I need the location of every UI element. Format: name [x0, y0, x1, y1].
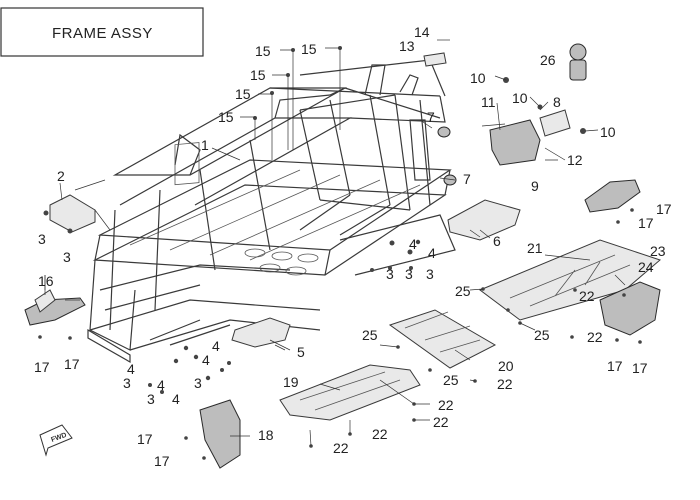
callout-2: 2: [57, 168, 65, 184]
callout-23: 23: [650, 243, 666, 259]
callout-16: 16: [38, 273, 54, 289]
callout-12: 12: [567, 152, 583, 168]
callout-14: 14: [414, 24, 430, 40]
title-text: FRAME ASSY: [52, 25, 153, 42]
callout-22: 22: [497, 376, 513, 392]
part-21-skid-plate: [479, 239, 661, 321]
callout-15: 15: [218, 109, 234, 125]
callout-22: 22: [372, 426, 388, 442]
callout-17: 17: [638, 215, 654, 231]
part-5-plate: [231, 317, 291, 351]
callout-17: 17: [137, 431, 153, 447]
callout-15: 15: [235, 86, 251, 102]
callout-4: 4: [172, 391, 180, 407]
callout-22: 22: [433, 414, 449, 430]
callout-4: 4: [409, 236, 417, 252]
callout-4: 4: [127, 361, 135, 377]
part-18-guard: [199, 399, 241, 469]
callout-25: 25: [443, 372, 459, 388]
callout-4: 4: [428, 245, 436, 261]
callout-3: 3: [147, 391, 155, 407]
callout-17: 17: [607, 358, 623, 374]
callout-labels: 1 2 3 3 3 3 3 3 3 3 4 4 4 4 4 4 4 5 6 7 …: [34, 24, 672, 469]
callout-8: 8: [553, 94, 561, 110]
callout-18: 18: [258, 427, 274, 443]
callout-17: 17: [34, 359, 50, 375]
callout-3: 3: [63, 249, 71, 265]
part-24-side-guard: [599, 281, 661, 336]
part-7-bushings: [437, 126, 457, 186]
callout-4: 4: [202, 352, 210, 368]
callout-1: 1: [201, 137, 209, 153]
callout-3: 3: [405, 266, 413, 282]
callout-10: 10: [512, 90, 528, 106]
callout-3: 3: [426, 266, 434, 282]
callout-22: 22: [587, 329, 603, 345]
part-19-skid-plate: [279, 364, 421, 421]
leader-lines: [44, 47, 626, 447]
callout-3: 3: [386, 266, 394, 282]
callout-4: 4: [157, 377, 165, 393]
fwd-arrow-icon: FWD: [39, 424, 73, 457]
callout-17: 17: [656, 201, 672, 217]
part-13-tag: [423, 39, 450, 67]
callout-22: 22: [333, 440, 349, 456]
callout-10: 10: [600, 124, 616, 140]
part-23-guard: [584, 179, 641, 213]
callout-10: 10: [470, 70, 486, 86]
callout-3: 3: [123, 375, 131, 391]
callout-9: 9: [531, 178, 539, 194]
callout-19: 19: [283, 374, 299, 390]
callout-6: 6: [493, 233, 501, 249]
callout-25: 25: [455, 283, 471, 299]
part-6-bracket: [447, 199, 521, 241]
fasteners: [38, 46, 642, 460]
callout-24: 24: [638, 259, 654, 275]
callout-25: 25: [534, 327, 550, 343]
callout-7: 7: [427, 109, 435, 125]
callout-3: 3: [38, 231, 46, 247]
callout-22: 22: [438, 397, 454, 413]
part-20-skid-plate: [388, 309, 497, 369]
callout-21: 21: [527, 240, 543, 256]
callout-17: 17: [64, 356, 80, 372]
callout-17: 17: [632, 360, 648, 376]
callout-15: 15: [255, 43, 271, 59]
callout-11: 11: [481, 94, 496, 110]
part-2-bracket: [43, 179, 111, 234]
callout-3: 3: [194, 375, 202, 391]
callout-20: 20: [498, 358, 514, 374]
callout-13: 13: [399, 38, 415, 54]
callout-17: 17: [154, 453, 170, 469]
callout-15: 15: [250, 67, 266, 83]
callout-26: 26: [540, 52, 556, 68]
callout-4: 4: [212, 338, 220, 354]
title-box: FRAME ASSY: [0, 7, 204, 57]
callout-5: 5: [297, 344, 305, 360]
main-frame: [87, 59, 456, 364]
callout-22: 22: [579, 288, 595, 304]
part-9-hitch: [481, 43, 587, 166]
callout-7: 7: [463, 171, 471, 187]
callout-25: 25: [362, 327, 378, 343]
callout-15: 15: [301, 41, 317, 57]
